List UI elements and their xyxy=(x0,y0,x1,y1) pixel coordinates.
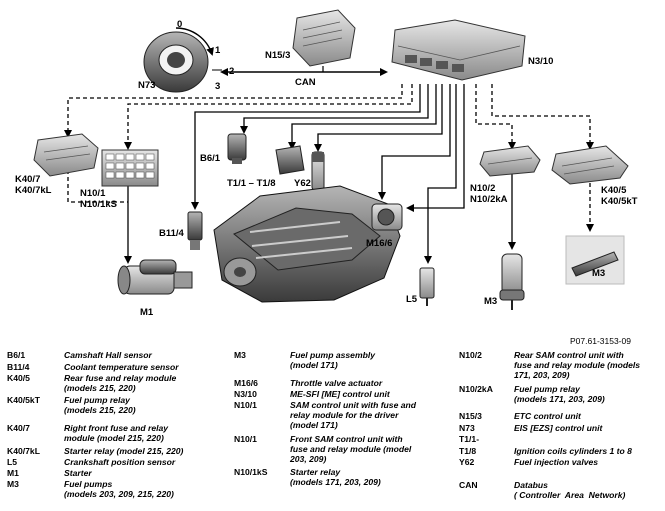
n3-10-control-unit xyxy=(391,19,526,81)
legend-code: K40/7 xyxy=(7,423,30,433)
legend-desc: Starter relay (models 171, 203, 209) xyxy=(290,467,381,487)
legend-desc: Fuel pumps (models 203, 209, 215, 220) xyxy=(64,479,174,499)
legend-desc: Crankshaft position sensor xyxy=(64,457,176,467)
legend-code: Y62 xyxy=(459,457,475,467)
legend-code: L5 xyxy=(7,457,18,467)
legend-code: M3 xyxy=(234,350,246,360)
legend-desc: Camshaft Hall sensor xyxy=(64,350,152,360)
label-b11-4: B11/4 xyxy=(159,228,184,239)
label-m3-right: M3 xyxy=(592,268,606,279)
label-y62: Y62 xyxy=(294,178,311,189)
legend-desc: Front SAM control unit with fuse and rel… xyxy=(290,434,412,464)
legend-code: K40/5kT xyxy=(7,395,40,405)
n10-1-sam-unit xyxy=(101,149,159,187)
legend-code: B11/4 xyxy=(7,362,30,372)
legend-code: CAN xyxy=(459,480,478,490)
label-n73: N73 xyxy=(138,80,156,91)
legend-code: N10/1 xyxy=(234,400,257,410)
m3-fuel-pump-assembly xyxy=(565,235,625,285)
label-l5: L5 xyxy=(406,294,418,305)
figure-reference: P07.61-3153-09 xyxy=(570,336,631,346)
b11-4-coolant-sensor xyxy=(187,211,203,250)
legend-code: K40/5 xyxy=(7,373,30,383)
legend-code: M3 xyxy=(7,479,19,489)
legend-code: M1 xyxy=(7,468,19,478)
legend-code: N3/10 xyxy=(234,389,257,399)
label-k40-7: K40/7 K40/7kL xyxy=(15,174,52,196)
engine xyxy=(213,185,401,303)
legend-desc: Databus ( Controller Area Network) xyxy=(514,480,626,500)
label-pos-0: 0 xyxy=(177,19,183,30)
n73-ignition-switch xyxy=(143,27,222,93)
label-n10-1: N10/1 N10/1kS xyxy=(80,188,117,210)
label-n15-3: N15/3 xyxy=(265,50,291,61)
connection-lines xyxy=(64,84,594,264)
legend-desc: Rear fuse and relay module (models 215, … xyxy=(64,373,177,393)
k40-7-fuse-module xyxy=(33,133,99,177)
legend-desc: Fuel injection valves xyxy=(514,457,599,467)
legend-desc: Rear SAM control unit with fuse and rela… xyxy=(514,350,641,380)
k40-5-fuse-module xyxy=(551,145,629,185)
legend-code: N10/2 xyxy=(459,350,482,360)
l5-crankshaft-sensor xyxy=(419,267,435,306)
legend-desc: EIS [EZS] control unit xyxy=(514,423,603,433)
label-pos-3: 3 xyxy=(215,81,221,92)
label-m3-bottom: M3 xyxy=(484,296,498,307)
legend-code: N10/1 xyxy=(234,434,257,444)
legend-code: N15/3 xyxy=(459,411,482,421)
legend-desc: ETC control unit xyxy=(514,411,581,421)
label-n10-2: N10/2 N10/2kA xyxy=(470,183,508,205)
b6-1-camshaft-sensor xyxy=(227,133,247,164)
legend-code: N73 xyxy=(459,423,475,433)
label-t1: T1/1 – T1/8 xyxy=(227,178,276,189)
legend-desc: Ignition coils cylinders 1 to 8 xyxy=(514,446,632,456)
legend-desc: Fuel pump relay (models 171, 203, 209) xyxy=(514,384,605,404)
label-m16-6: M16/6 xyxy=(366,238,393,249)
legend-desc: Fuel pump relay (models 215, 220) xyxy=(64,395,136,415)
legend-code: M16/6 xyxy=(234,378,258,388)
m16-6-throttle-actuator xyxy=(371,203,403,231)
legend-code: B6/1 xyxy=(7,350,26,360)
legend-code: N10/1kS xyxy=(234,467,268,477)
legend-desc: Throttle valve actuator xyxy=(290,378,383,388)
label-can: CAN xyxy=(295,77,316,88)
legend-desc: Coolant temperature sensor xyxy=(64,362,179,372)
system-diagram xyxy=(33,9,629,310)
legend-code: T1/8 xyxy=(459,446,477,456)
legend-desc: Fuel pump assembly (model 171) xyxy=(290,350,376,370)
legend-desc: SAM control unit with fuse and relay mod… xyxy=(290,400,417,430)
legend-desc: Right front fuse and relay module (model… xyxy=(64,423,169,443)
n15-3-control-unit xyxy=(292,9,356,67)
t1-ignition-coil xyxy=(275,145,305,175)
legend-desc: Starter relay (model 215, 220) xyxy=(64,446,184,456)
legend-desc: Starter xyxy=(64,468,92,478)
n10-2-sam-unit xyxy=(479,145,541,177)
m3-fuel-pump xyxy=(499,253,525,310)
legend-code: K40/7kL xyxy=(7,446,40,456)
label-b6-1: B6/1 xyxy=(200,153,221,164)
legend-code: N10/2kA xyxy=(459,384,493,394)
legend-code: T1/1- xyxy=(459,434,480,444)
label-m1: M1 xyxy=(140,307,154,318)
label-k40-5: K40/5 K40/5kT xyxy=(601,185,638,207)
label-pos-2: 2 xyxy=(229,66,235,77)
label-pos-1: 1 xyxy=(215,45,221,56)
legend-desc: ME-SFI [ME] control unit xyxy=(290,389,390,399)
m1-starter xyxy=(117,259,193,295)
label-n3-10: N3/10 xyxy=(528,56,554,67)
